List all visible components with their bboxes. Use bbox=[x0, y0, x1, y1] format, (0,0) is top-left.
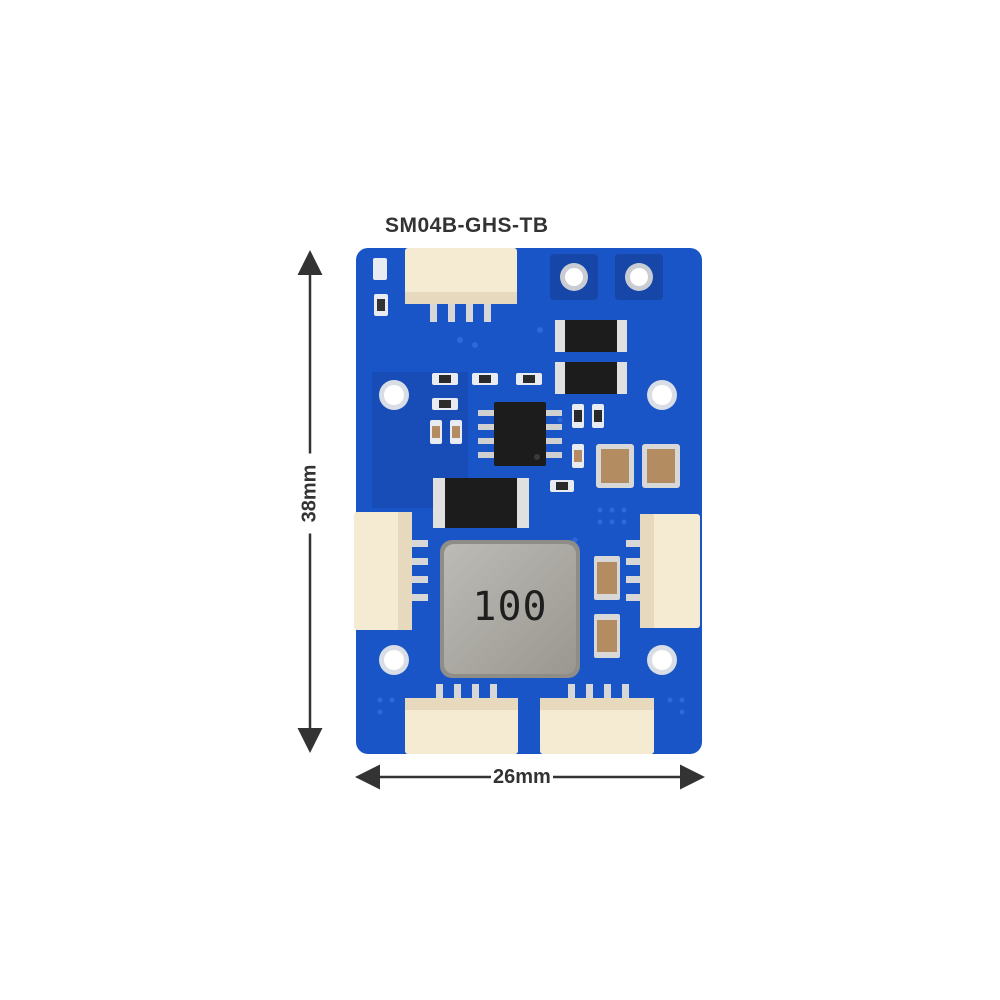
ceramic-capacitors bbox=[596, 444, 680, 488]
connector-part-label: SM04B-GHS-TB bbox=[385, 214, 549, 237]
top-connector bbox=[405, 248, 517, 322]
bottom-connector-left bbox=[405, 684, 518, 754]
height-dimension-label: 38mm bbox=[298, 453, 322, 534]
inductor bbox=[440, 540, 580, 678]
bottom-connector-right bbox=[540, 684, 654, 754]
width-dimension-label: 26mm bbox=[491, 766, 553, 789]
mounting-holes bbox=[379, 380, 677, 675]
solder-pads bbox=[550, 254, 663, 300]
small-passives bbox=[430, 373, 604, 492]
left-connector bbox=[354, 512, 428, 630]
right-connector bbox=[626, 514, 700, 628]
diodes bbox=[555, 320, 627, 394]
ic-chip bbox=[478, 402, 562, 466]
inductor-marking: 100 bbox=[472, 584, 548, 630]
schottky-diode bbox=[433, 478, 529, 528]
tantalum-capacitors bbox=[594, 556, 620, 658]
led bbox=[373, 258, 387, 280]
